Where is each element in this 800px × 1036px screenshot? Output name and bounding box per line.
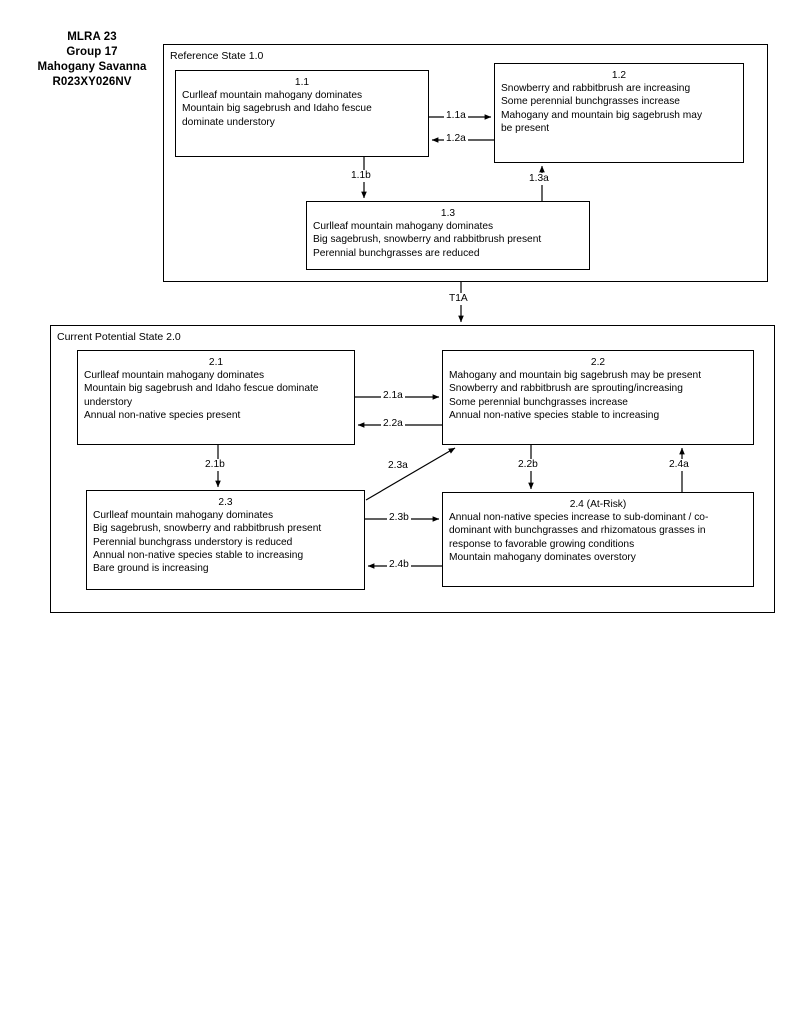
phase-1-3-number: 1.3	[440, 208, 456, 219]
phase-box-2-3[interactable]: 2.3 Curlleaf mountain mahogany dominates…	[86, 490, 365, 590]
transition-label-2-1b: 2.1b	[203, 459, 227, 471]
page-title: MLRA 23 Group 17 Mahogany Savanna R023XY…	[18, 30, 166, 90]
reference-state-label: Reference State 1.0	[170, 50, 264, 62]
phase-2-2-line-4: Annual non-native species stable to incr…	[449, 409, 660, 421]
phase-2-3-body: Curlleaf mountain mahogany dominates Big…	[93, 509, 358, 575]
phase-2-4-line-4: Mountain mahogany dominates overstory	[449, 551, 636, 563]
phase-1-3-line-3: Perennial bunchgrasses are reduced	[313, 247, 480, 259]
phase-2-4-line-3: response to favorable growing conditions	[449, 538, 635, 550]
phase-1-2-line-4: be present	[501, 122, 550, 134]
phase-1-3-body: Curlleaf mountain mahogany dominates Big…	[313, 220, 583, 260]
phase-2-1-number: 2.1	[208, 357, 224, 368]
phase-box-2-1[interactable]: 2.1 Curlleaf mountain mahogany dominates…	[77, 350, 355, 445]
phase-box-2-4[interactable]: 2.4 (At-Risk) Annual non-native species …	[442, 492, 754, 587]
phase-1-2-line-1: Snowberry and rabbitbrush are increasing	[501, 83, 691, 95]
phase-1-1-line-2: Mountain big sagebrush and Idaho fescue	[182, 103, 372, 115]
transition-label-2-4a: 2.4a	[667, 459, 691, 471]
phase-2-3-line-1: Curlleaf mountain mahogany dominates	[93, 510, 274, 522]
transition-label-2-2b: 2.2b	[516, 459, 540, 471]
transition-label-2-3a: 2.3a	[386, 460, 410, 472]
phase-2-2-number: 2.2	[590, 357, 606, 368]
title-line-code: R023XY026NV	[52, 76, 132, 88]
phase-2-2-body: Mahogany and mountain big sagebrush may …	[449, 369, 747, 422]
phase-box-1-1[interactable]: 1.1 Curlleaf mountain mahogany dominates…	[175, 70, 429, 157]
phase-2-4-line-1: Annual non-native species increase to su…	[449, 512, 709, 524]
phase-1-1-body: Curlleaf mountain mahogany dominates Mou…	[182, 89, 422, 129]
transition-label-2-3b: 2.3b	[387, 512, 411, 524]
phase-1-1-number: 1.1	[294, 77, 310, 88]
phase-2-3-line-2: Big sagebrush, snowberry and rabbitbrush…	[93, 523, 322, 535]
transition-label-1-2a: 1.2a	[444, 133, 468, 145]
phase-1-1-line-3: dominate understory	[182, 116, 275, 128]
phase-2-3-line-5: Bare ground is increasing	[93, 563, 209, 575]
phase-2-3-number: 2.3	[218, 497, 233, 508]
phase-1-3-line-1: Curlleaf mountain mahogany dominates	[313, 221, 494, 233]
phase-1-2-body: Snowberry and rabbitbrush are increasing…	[501, 82, 737, 135]
transition-label-T1A: T1A	[447, 293, 470, 305]
phase-2-2-line-1: Mahogany and mountain big sagebrush may …	[449, 370, 702, 382]
phase-2-2-line-2: Snowberry and rabbitbrush are sprouting/…	[449, 383, 683, 395]
phase-2-1-line-2: Mountain big sagebrush and Idaho fescue …	[84, 383, 319, 395]
phase-2-1-line-3: understory	[84, 396, 133, 408]
title-line-group: Group 17	[66, 46, 118, 58]
transition-label-2-4b: 2.4b	[387, 559, 411, 571]
phase-box-1-3[interactable]: 1.3 Curlleaf mountain mahogany dominates…	[306, 201, 590, 270]
phase-box-2-2[interactable]: 2.2 Mahogany and mountain big sagebrush …	[442, 350, 754, 445]
phase-1-1-line-1: Curlleaf mountain mahogany dominates	[182, 90, 363, 102]
phase-box-1-2[interactable]: 1.2 Snowberry and rabbitbrush are increa…	[494, 63, 744, 163]
phase-2-2-line-3: Some perennial bunchgrasses increase	[449, 396, 628, 408]
phase-2-1-body: Curlleaf mountain mahogany dominates Mou…	[84, 369, 348, 422]
phase-1-2-line-3: Mahogany and mountain big sagebrush may	[501, 109, 703, 121]
transition-label-1-1b: 1.1b	[349, 170, 373, 182]
phase-1-3-line-2: Big sagebrush, snowberry and rabbitbrush…	[313, 234, 542, 246]
phase-2-1-line-1: Curlleaf mountain mahogany dominates	[84, 370, 265, 382]
phase-2-3-line-4: Annual non-native species stable to incr…	[93, 549, 304, 561]
transition-label-2-2a: 2.2a	[381, 418, 405, 430]
transition-label-1-1a: 1.1a	[444, 110, 468, 122]
title-line-mlra: MLRA 23	[67, 31, 117, 43]
phase-2-4-line-2: dominant with bunchgrasses and rhizomato…	[449, 525, 706, 537]
phase-1-2-line-2: Some perennial bunchgrasses increase	[501, 96, 680, 108]
transition-label-2-1a: 2.1a	[381, 390, 405, 402]
phase-2-4-body: Annual non-native species increase to su…	[449, 511, 747, 564]
phase-1-2-number: 1.2	[611, 70, 627, 81]
phase-2-4-number: 2.4 (At-Risk)	[569, 499, 627, 510]
phase-2-3-line-3: Perennial bunchgrass understory is reduc…	[93, 536, 293, 548]
transition-label-1-3a: 1.3a	[527, 173, 551, 185]
current-potential-state-label: Current Potential State 2.0	[57, 331, 181, 343]
title-line-name: Mahogany Savanna	[37, 61, 147, 73]
phase-2-1-line-4: Annual non-native species present	[84, 409, 241, 421]
